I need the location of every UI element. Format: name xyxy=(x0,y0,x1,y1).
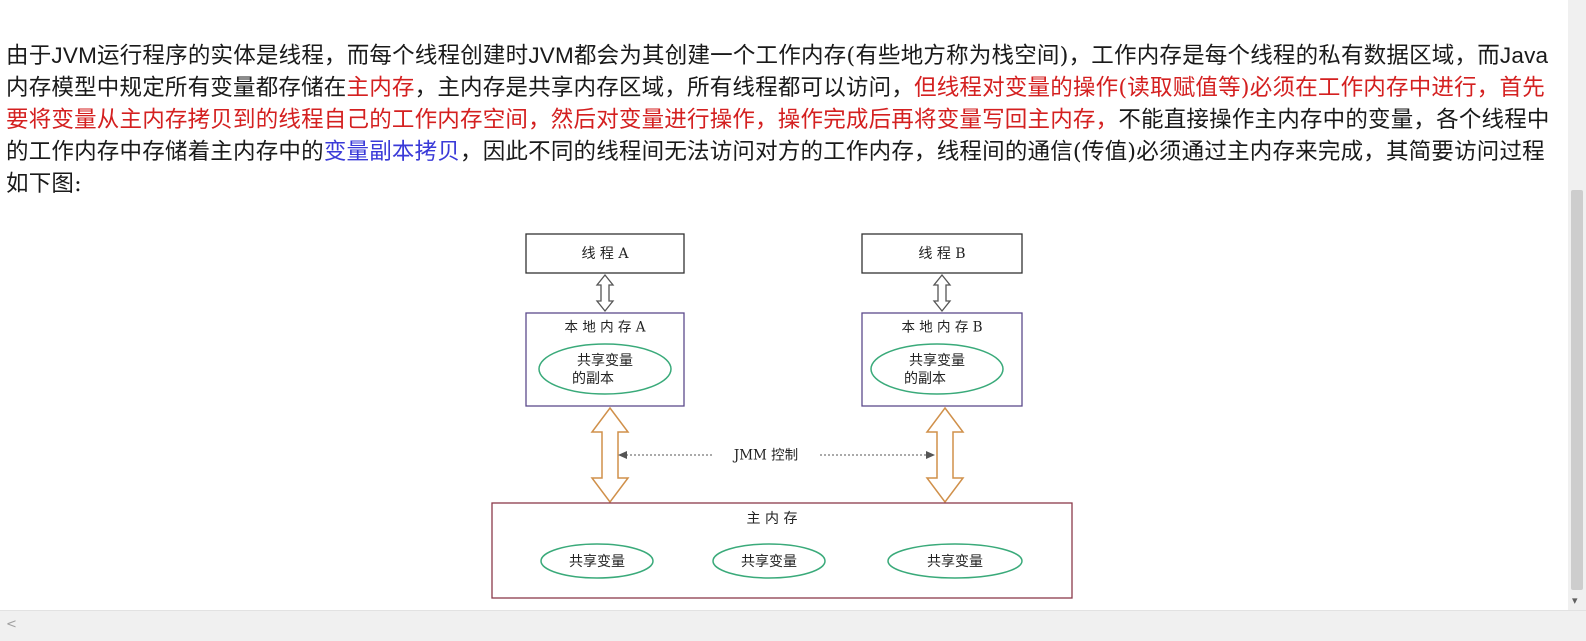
vertical-scrollbar-thumb[interactable] xyxy=(1571,190,1583,590)
scroll-left-arrow-icon[interactable]: < xyxy=(6,617,17,632)
jmm-control-label: JMM 控制 xyxy=(732,448,798,464)
copy-a-line1: 共享变量 xyxy=(577,352,633,369)
article-text-segment: ，因此不同的线程间无法访问对方的工作内存，线程间的通信(传值)必须通过主内存来完… xyxy=(6,139,1545,197)
article-text-segment: 由于 xyxy=(6,43,52,69)
horizontal-scrollbar[interactable]: < xyxy=(0,610,1586,641)
local-b-main-double-arrow xyxy=(925,406,965,504)
copy-b-line1: 共享变量 xyxy=(909,352,965,369)
article-text-segment: 主内存 xyxy=(346,75,415,101)
article-text-segment: 内存模型中规定所有变量都存储在 xyxy=(6,75,347,101)
article-text-segment: 不能直接操作主内存中的变量，各个线程中的工作内存中存储着主内存中的 xyxy=(6,107,1550,165)
thread-b-double-arrow xyxy=(932,273,952,313)
local-a-main-double-arrow xyxy=(590,406,630,504)
local-memory-b-label: 本 地 内 存 B xyxy=(901,320,982,336)
shared-var-label-1: 共享变量 xyxy=(569,553,625,570)
vertical-scrollbar[interactable]: ▾ xyxy=(1568,0,1586,611)
scroll-down-arrow-icon[interactable]: ▾ xyxy=(1572,594,1578,607)
shared-var-label-3: 共享变量 xyxy=(927,553,983,570)
article-text-segment: 运行程序的实体是线程，而每个线程创建时 xyxy=(97,43,529,69)
shared-var-ellipse-2 xyxy=(712,543,826,579)
local-memory-a-label: 本 地 内 存 A xyxy=(565,320,646,336)
thread-a-label: 线 程 A xyxy=(581,246,629,262)
article-text-segment: 但线程对变量的操作(读取赋值等)必须在工作内存中进行，首先要将变量从主内存拷贝到… xyxy=(6,75,1545,133)
shared-var-label-2: 共享变量 xyxy=(741,553,797,570)
jmm-arrowhead-right xyxy=(926,451,935,459)
thread-a-double-arrow xyxy=(595,273,615,313)
shared-var-ellipse-3 xyxy=(887,543,1023,579)
main-memory-label: 主 内 存 xyxy=(747,511,798,527)
shared-var-ellipse-1 xyxy=(540,543,654,579)
article-text-segment: 都会为其创建一个工作内存(有些地方称为栈空间)，工作内存是每个线程的私有数据区域… xyxy=(573,43,1500,69)
article-text-segment: ，主内存是共享内存区域，所有线程都可以访问， xyxy=(414,75,915,101)
article-text-segment: 变量副本拷贝 xyxy=(323,139,461,165)
thread-a-box xyxy=(525,233,685,274)
copy-a-ellipse xyxy=(538,343,672,395)
copy-b-line2: 的副本 xyxy=(904,371,946,387)
thread-b-box xyxy=(861,233,1023,274)
thread-b-label: 线 程 B xyxy=(918,246,965,262)
copy-a-line2: 的副本 xyxy=(572,371,614,387)
jmm-arrowhead-left xyxy=(618,451,627,459)
article-text-segment: Java xyxy=(1499,43,1549,68)
article-paragraph: 由于JVM运行程序的实体是线程，而每个线程创建时JVM都会为其创建一个工作内存(… xyxy=(6,40,1554,200)
article-text-segment: JVM xyxy=(528,43,574,68)
copy-b-ellipse xyxy=(870,343,1004,395)
article-text-segment: JVM xyxy=(51,43,98,68)
